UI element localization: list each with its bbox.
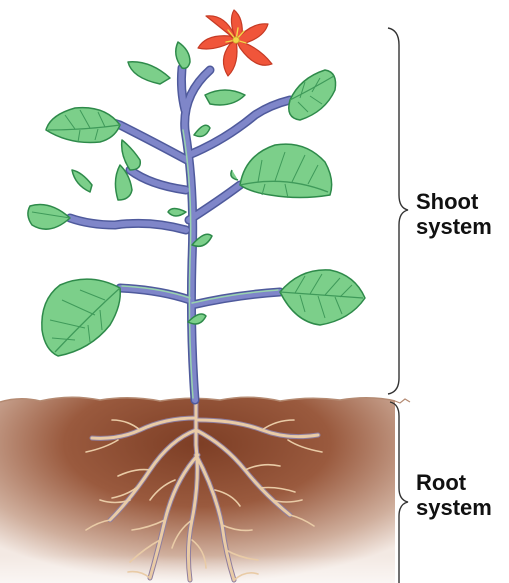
leaf-small-left — [71, 139, 142, 201]
root-label-line1: Root — [416, 470, 467, 495]
leaf-middle-left — [27, 203, 71, 230]
root-bracket — [389, 401, 409, 583]
root-label-line2: system — [416, 495, 492, 520]
stem — [65, 63, 295, 405]
root-system-label: Root system — [416, 470, 492, 520]
shoot-system-label: Shoot system — [416, 189, 492, 239]
root-system — [85, 397, 323, 583]
leaf-upper-right — [288, 69, 337, 121]
soil — [0, 396, 411, 583]
leaves — [27, 41, 366, 357]
leaf-lower-right — [279, 269, 366, 326]
leaf-upper-left — [45, 106, 121, 144]
shoot-label-line1: Shoot — [416, 189, 479, 214]
leaf-middle-right — [230, 143, 333, 199]
leaf-top — [127, 41, 246, 325]
flower-icon — [197, 9, 273, 77]
leaf-lower-left — [41, 278, 122, 357]
shoot-label-line2: system — [416, 214, 492, 239]
shoot-bracket — [387, 27, 409, 395]
